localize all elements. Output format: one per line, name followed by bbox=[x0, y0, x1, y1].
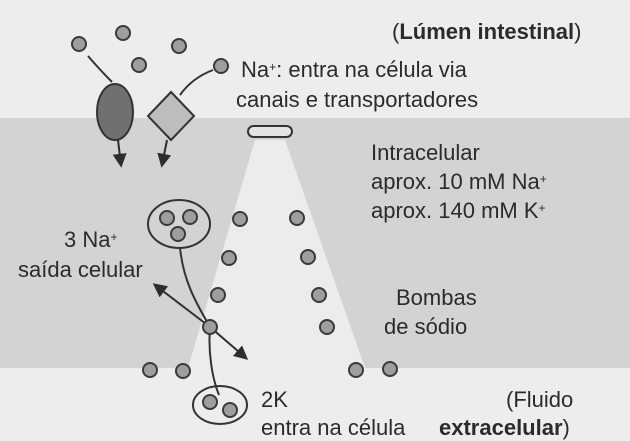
na-ion bbox=[142, 362, 158, 378]
na-ion bbox=[382, 361, 398, 377]
membrane-channel bbox=[247, 125, 293, 138]
na-exit-arrow bbox=[152, 283, 211, 328]
na-exit-sup: + bbox=[110, 230, 118, 244]
fluid-label-line2: extracelular) bbox=[439, 414, 570, 441]
intracellular-na: aprox. 10 mM Na+ bbox=[371, 168, 547, 195]
pump-label-line2: de sódio bbox=[384, 314, 468, 339]
na-callout-line1: Na+: entra na célula via bbox=[241, 56, 467, 83]
k-group-outline bbox=[192, 385, 248, 425]
na-channel bbox=[96, 83, 134, 141]
na-callout-rest: : entra na célula via bbox=[276, 57, 467, 82]
fluid-label-line1: (Fluido bbox=[506, 387, 574, 412]
lumen-label-prefix: ( bbox=[392, 19, 400, 44]
lumen-label: (Lúmen intestinal) bbox=[392, 18, 581, 45]
na-ion bbox=[131, 57, 147, 73]
na-callout-symbol: Na bbox=[241, 57, 270, 82]
na-ion bbox=[319, 319, 335, 335]
na-callout-line2: canais e transportadores bbox=[236, 87, 479, 112]
na-exit-label-line2: saída celular bbox=[18, 257, 143, 282]
na-ion bbox=[115, 25, 131, 41]
na-ion bbox=[232, 211, 248, 227]
na-ion bbox=[348, 362, 364, 378]
na-entry-path bbox=[87, 55, 113, 83]
na-ion bbox=[210, 287, 226, 303]
pump-label-line1: Bombas bbox=[396, 285, 477, 310]
transporter-arrow bbox=[157, 139, 172, 168]
sodium-pump bbox=[202, 319, 218, 335]
na-callout-sup: + bbox=[269, 60, 277, 74]
na-transporter bbox=[146, 90, 196, 142]
fluid-label-bold: extracelular bbox=[439, 415, 563, 440]
na-ion bbox=[213, 58, 229, 74]
na-ion bbox=[221, 250, 237, 266]
lumen-label-bold: Lúmen intestinal bbox=[399, 19, 575, 44]
k-ion bbox=[202, 394, 218, 410]
intracellular-k-sup: + bbox=[538, 201, 546, 215]
light-cone bbox=[188, 140, 365, 368]
na-group-outline bbox=[147, 199, 211, 249]
na-ion bbox=[175, 363, 191, 379]
k-entry-label-line2: entra na célula bbox=[261, 415, 406, 440]
na-entry-path bbox=[179, 69, 214, 96]
na-exit-text: 3 Na bbox=[64, 227, 111, 252]
na-ion bbox=[170, 226, 186, 242]
intracellular-k-text: aprox. 140 mM K bbox=[371, 198, 539, 223]
fluid-label-suffix: ) bbox=[562, 415, 570, 440]
na-ion bbox=[171, 38, 187, 54]
intracellular-na-sup: + bbox=[539, 172, 547, 186]
na-ion bbox=[300, 249, 316, 265]
na-ion bbox=[311, 287, 327, 303]
intracellular-k: aprox. 140 mM K+ bbox=[371, 197, 546, 224]
na-ion bbox=[71, 36, 87, 52]
channel-arrow bbox=[112, 139, 127, 168]
lumen-label-suffix: ) bbox=[574, 19, 582, 44]
k-entry-label-line1: 2K bbox=[261, 387, 288, 412]
intracellular-na-text: aprox. 10 mM Na bbox=[371, 169, 540, 194]
intracellular-title: Intracelular bbox=[371, 140, 480, 165]
k-ion bbox=[222, 402, 238, 418]
na-ion bbox=[159, 210, 175, 226]
na-exit-label-line1: 3 Na+ bbox=[64, 226, 118, 253]
na-ion bbox=[289, 210, 305, 226]
na-ion bbox=[182, 209, 198, 225]
